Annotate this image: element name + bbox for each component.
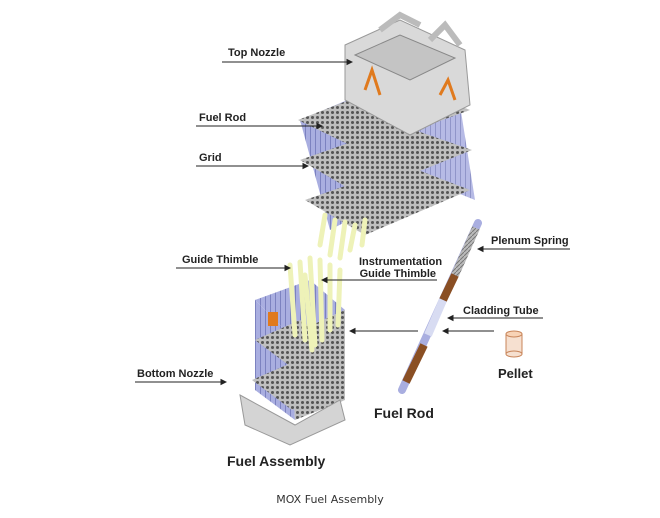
lower-assembly: [239, 255, 346, 446]
label-fuel-rod: Fuel Rod: [199, 112, 247, 124]
label-instrumentation-guide-thimble: Instrumentation Guide Thimble: [359, 256, 443, 280]
upper-assembly: [298, 11, 475, 261]
title-fuel-rod: Fuel Rod: [374, 405, 434, 421]
title-fuel-assembly: Fuel Assembly: [227, 453, 326, 469]
leader-lines: [135, 58, 570, 386]
label-bottom-nozzle: Bottom Nozzle: [137, 368, 214, 380]
label-instrumentation-line1: Instrumentation: [359, 256, 443, 268]
label-pellet: Pellet: [498, 366, 533, 381]
highlighted-rods: [268, 312, 278, 326]
label-grid: Grid: [199, 152, 222, 164]
label-instrumentation-line2: Guide Thimble: [359, 268, 436, 280]
label-cladding-tube: Cladding Tube: [463, 305, 539, 317]
label-top-nozzle: Top Nozzle: [228, 47, 286, 59]
label-guide-thimble: Guide Thimble: [182, 254, 259, 266]
pellet-icon: [505, 330, 523, 358]
figure-caption: MOX Fuel Assembly: [276, 493, 384, 506]
label-plenum-spring: Plenum Spring: [491, 235, 569, 247]
fuel-rod-drawing: [398, 219, 482, 394]
